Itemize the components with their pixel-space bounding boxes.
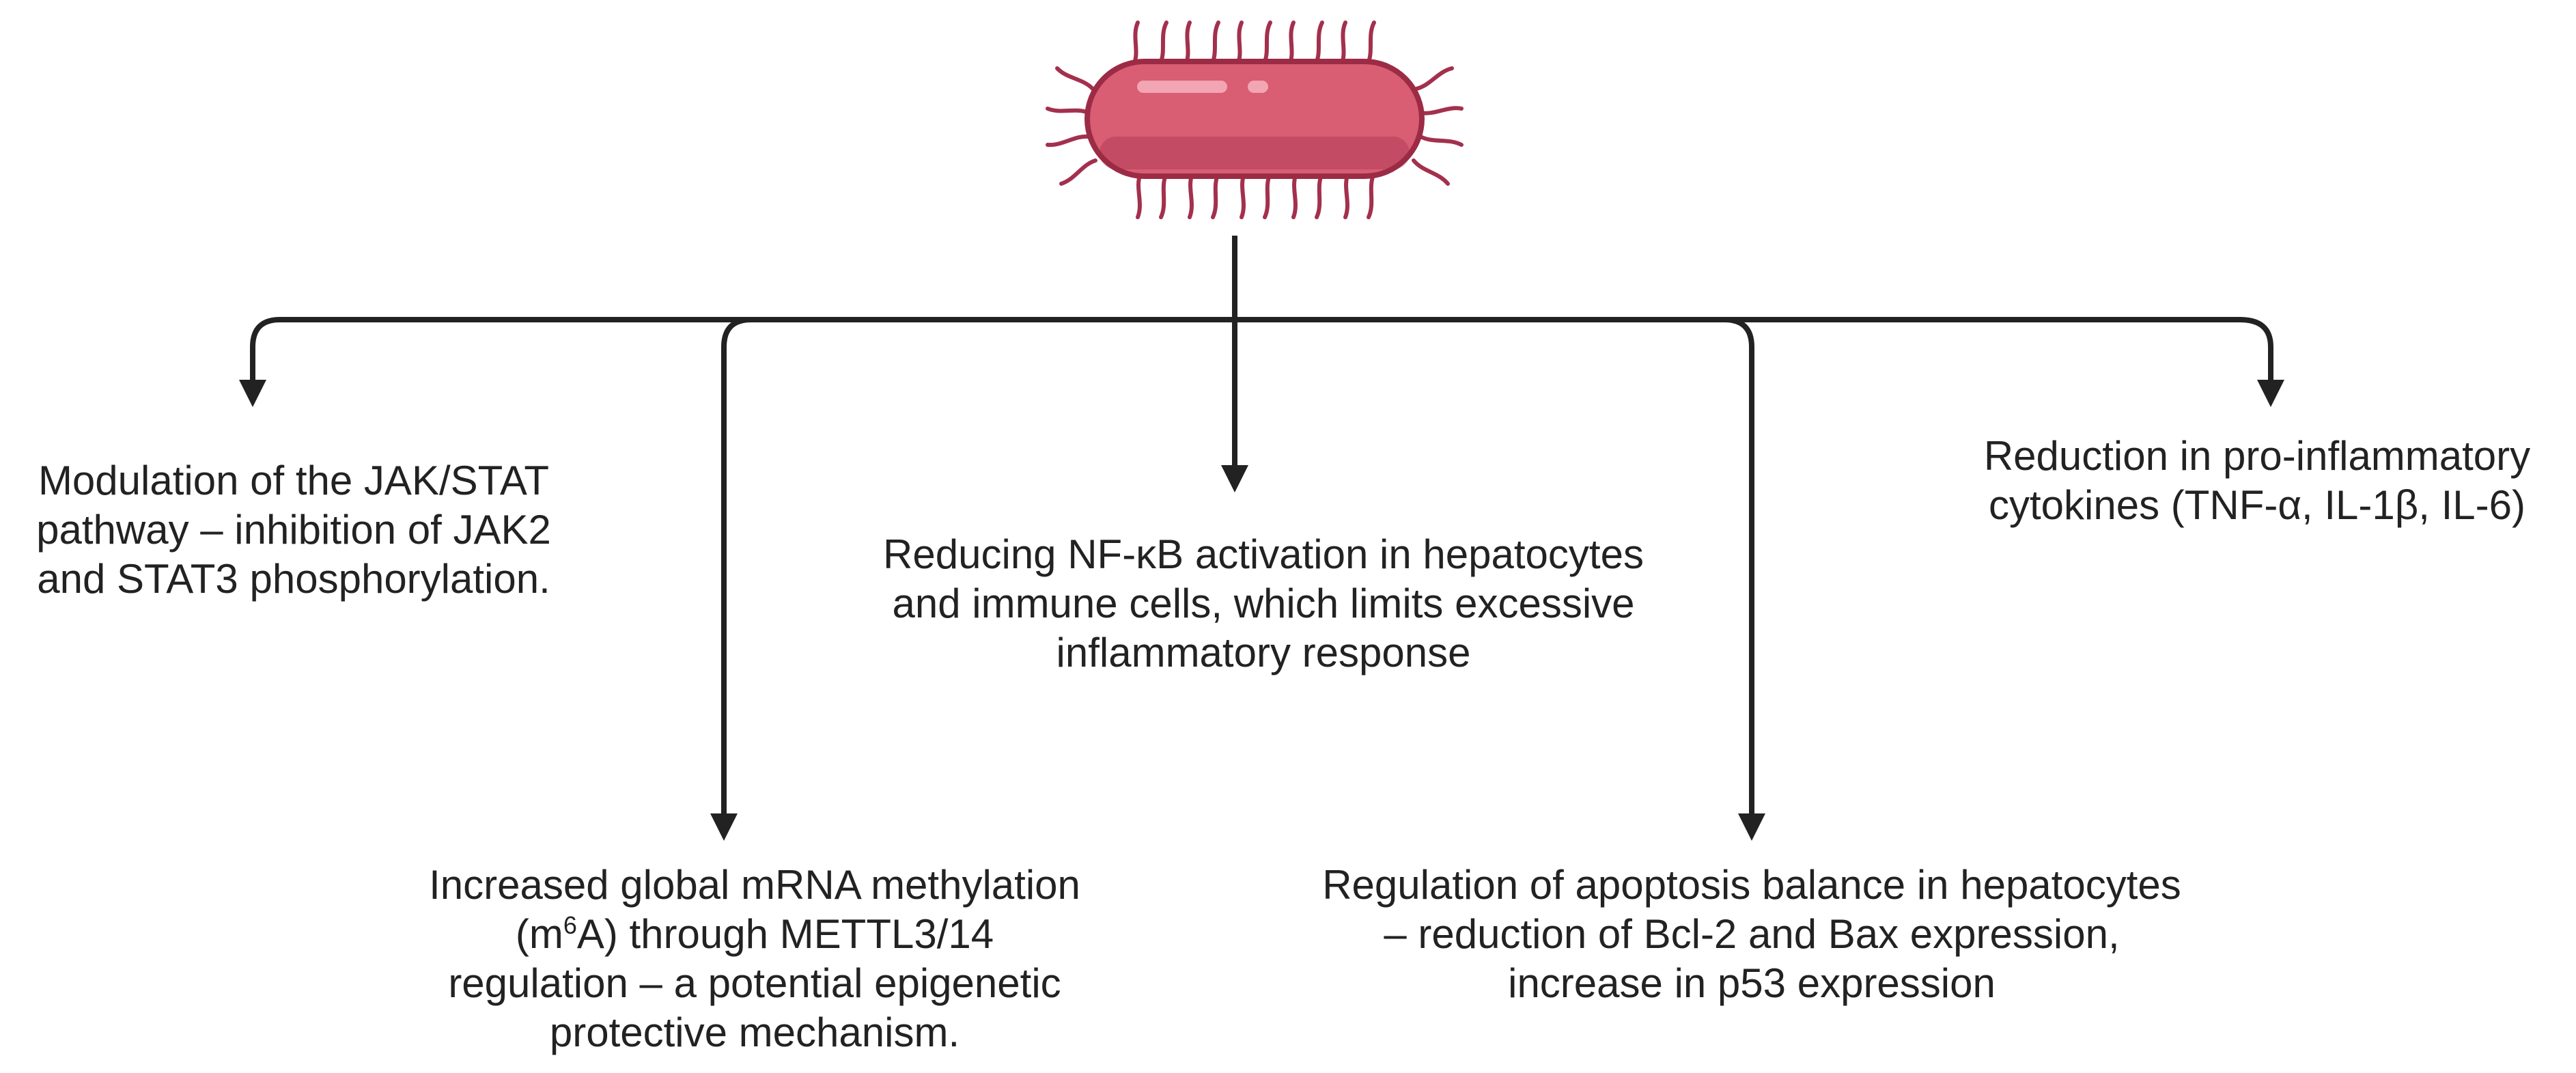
node-mrna-line-4: protective mechanism. xyxy=(549,1009,960,1055)
node-apoptosis: Regulation of apoptosis balance in hepat… xyxy=(1270,861,2233,1008)
flagellum xyxy=(1059,158,1097,186)
node-mrna-line-2-pre: (m xyxy=(515,911,563,957)
flagellum xyxy=(1313,20,1324,67)
node-cytokines: Reduction in pro-inflammatory cytokines … xyxy=(1950,432,2564,530)
flagellum xyxy=(1211,171,1220,219)
flagellum xyxy=(1188,171,1194,219)
flagellum xyxy=(1209,20,1220,67)
flagellum xyxy=(1418,135,1464,147)
node-cytokines-line-2: cytokines (TNF-α, IL-1β, IL-6) xyxy=(1988,482,2525,528)
flagellum xyxy=(1414,66,1454,91)
node-mrna-line-2: (m6A) through METTL3/14 xyxy=(369,910,1140,959)
node-nfkb-line-2: and immune cells, which limits excessive xyxy=(892,581,1635,626)
node-nfkb: Reducing NF-κB activation in hepatocytes… xyxy=(830,530,1697,678)
node-apoptosis-line-2: – reduction of Bcl-2 and Bax expression, xyxy=(1384,911,2120,957)
bacterium-highlight xyxy=(1137,81,1227,93)
flagellum xyxy=(1184,20,1192,67)
node-apoptosis-line-3: increase in p53 expression xyxy=(1508,960,1996,1006)
rod-bacterium-icon xyxy=(1046,20,1464,219)
flagellum xyxy=(1261,20,1272,67)
node-nfkb-line-1: Reducing NF-κB activation in hepatocytes xyxy=(883,531,1644,577)
arrowheads xyxy=(239,380,2284,841)
flagellum xyxy=(1418,106,1464,115)
flagellum xyxy=(1339,20,1347,67)
flagellum xyxy=(1240,171,1246,219)
branch-mrna xyxy=(721,317,752,816)
flagellum xyxy=(1159,171,1168,219)
node-mrna-line-3: regulation – a potential epigenetic xyxy=(448,960,1061,1006)
flagellum xyxy=(1158,20,1168,67)
flagellum xyxy=(1287,20,1296,67)
flagellum xyxy=(1132,20,1140,67)
bacterium-highlight-dot xyxy=(1248,81,1268,93)
node-jak-line-3: and STAT3 phosphorylation. xyxy=(37,556,550,602)
flagellum xyxy=(1046,107,1091,115)
branch-jak xyxy=(250,317,281,382)
arrowhead-mrna xyxy=(710,813,738,841)
node-mrna-methylation: Increased global mRNA methylation (m6A) … xyxy=(369,861,1140,1057)
arrowhead-apoptosis xyxy=(1738,813,1765,841)
node-nfkb-line-3: inflammatory response xyxy=(1056,630,1471,675)
flagellum xyxy=(1055,66,1095,91)
flagellum xyxy=(1365,20,1376,67)
arrowhead-jak xyxy=(239,380,266,407)
flagellum xyxy=(1136,171,1143,219)
flagellum xyxy=(1367,171,1376,219)
arrowhead-nfkb xyxy=(1221,465,1248,492)
flagellum xyxy=(1315,171,1324,219)
connector-lines xyxy=(250,236,2273,816)
flagellum xyxy=(1343,171,1350,219)
node-mrna-line-2-sup: 6 xyxy=(563,911,577,939)
branch-cytokines xyxy=(2239,317,2273,382)
bacterium-shade xyxy=(1100,137,1410,169)
flagellum xyxy=(1263,171,1272,219)
flagellum xyxy=(1412,158,1450,186)
flagellum xyxy=(1046,134,1091,148)
node-cytokines-line-1: Reduction in pro-inflammatory xyxy=(1983,433,2531,479)
flagellum xyxy=(1235,20,1244,67)
node-mrna-line-2-post: A) through METTL3/14 xyxy=(576,911,994,957)
node-jak-line-2: pathway – inhibition of JAK2 xyxy=(36,507,551,553)
node-jak-stat: Modulation of the JAK/STAT pathway – inh… xyxy=(7,456,580,604)
arrowhead-cytokines xyxy=(2257,380,2284,407)
flagellum xyxy=(1291,171,1298,219)
branch-apoptosis xyxy=(1724,317,1754,816)
node-apoptosis-line-1: Regulation of apoptosis balance in hepat… xyxy=(1322,862,2181,908)
node-jak-line-1: Modulation of the JAK/STAT xyxy=(38,458,550,503)
node-mrna-line-1: Increased global mRNA methylation xyxy=(429,862,1080,908)
